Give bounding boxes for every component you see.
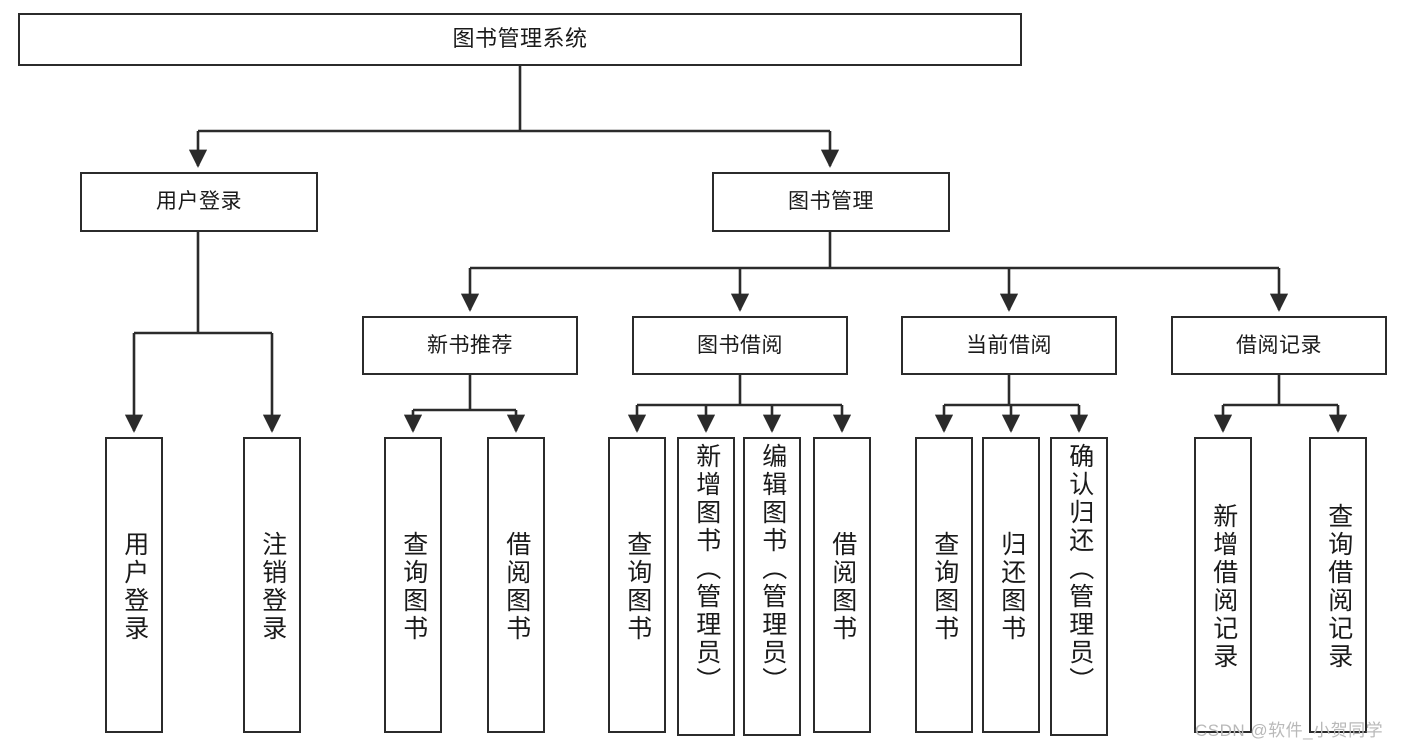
leaf-text-wrap: 注销登录 (245, 443, 299, 731)
node-leaf-label: 借阅图书 (828, 531, 857, 643)
node-borrow-record[interactable]: 借阅记录 (1171, 316, 1387, 375)
node-leaf-currentborrow-query-book[interactable]: 查询图书 (915, 437, 973, 733)
node-leaf-label: 查询借阅记录 (1324, 503, 1353, 671)
node-leaf-label: 用户登录 (120, 531, 149, 643)
node-user-login[interactable]: 用户登录 (80, 172, 318, 232)
node-leaf-label: 编辑图书（管理员） (758, 443, 787, 695)
node-leaf-newbook-query-book[interactable]: 查询图书 (384, 437, 442, 733)
node-book-management-label: 图书管理 (788, 190, 874, 214)
leaf-text-wrap: 查询图书 (386, 443, 440, 731)
leaf-text-wrap: 编辑图书（管理员） (745, 443, 799, 734)
leaf-text-wrap: 查询借阅记录 (1311, 443, 1365, 731)
node-current-borrow[interactable]: 当前借阅 (901, 316, 1117, 375)
node-leaf-label: 注销登录 (258, 531, 287, 643)
node-leaf-label: 确认归还（管理员） (1065, 443, 1094, 695)
node-new-book-recommend-label: 新书推荐 (427, 333, 513, 357)
node-leaf-label: 查询图书 (399, 531, 428, 643)
node-book-borrow-label: 图书借阅 (697, 333, 783, 357)
node-leaf-bookborrow-borrow-book[interactable]: 借阅图书 (813, 437, 871, 733)
node-leaf-label: 新增借阅记录 (1209, 503, 1238, 671)
node-root-book-management-system[interactable]: 图书管理系统 (18, 13, 1022, 66)
leaf-text-wrap: 新增借阅记录 (1196, 443, 1250, 731)
node-leaf-bookborrow-add-book-admin[interactable]: 新增图书（管理员） (677, 437, 735, 736)
node-leaf-newbook-borrow-book[interactable]: 借阅图书 (487, 437, 545, 733)
node-leaf-borrowrecord-query-record[interactable]: 查询借阅记录 (1309, 437, 1367, 733)
node-leaf-user-login-signout[interactable]: 注销登录 (243, 437, 301, 733)
node-new-book-recommend[interactable]: 新书推荐 (362, 316, 578, 375)
leaf-text-wrap: 用户登录 (107, 443, 161, 731)
node-leaf-currentborrow-confirm-return-admin[interactable]: 确认归还（管理员） (1050, 437, 1108, 736)
node-leaf-bookborrow-edit-book-admin[interactable]: 编辑图书（管理员） (743, 437, 801, 736)
node-leaf-label: 查询图书 (623, 531, 652, 643)
node-book-management[interactable]: 图书管理 (712, 172, 950, 232)
leaf-text-wrap: 归还图书 (984, 443, 1038, 731)
node-leaf-user-login-signin[interactable]: 用户登录 (105, 437, 163, 733)
leaf-text-wrap: 借阅图书 (489, 443, 543, 731)
node-borrow-record-label: 借阅记录 (1236, 333, 1322, 357)
node-root-label: 图书管理系统 (452, 26, 588, 52)
node-leaf-label: 借阅图书 (502, 531, 531, 643)
node-leaf-borrowrecord-add-record[interactable]: 新增借阅记录 (1194, 437, 1252, 733)
node-user-login-label: 用户登录 (156, 190, 242, 214)
node-leaf-label: 查询图书 (930, 531, 959, 643)
node-current-borrow-label: 当前借阅 (966, 333, 1052, 357)
leaf-text-wrap: 确认归还（管理员） (1052, 443, 1106, 734)
node-book-borrow[interactable]: 图书借阅 (632, 316, 848, 375)
node-leaf-label: 归还图书 (997, 531, 1026, 643)
leaf-text-wrap: 查询图书 (917, 443, 971, 731)
node-leaf-currentborrow-return-book[interactable]: 归还图书 (982, 437, 1040, 733)
leaf-text-wrap: 查询图书 (610, 443, 664, 731)
node-leaf-bookborrow-query-book[interactable]: 查询图书 (608, 437, 666, 733)
node-leaf-label: 新增图书（管理员） (692, 443, 721, 695)
leaf-text-wrap: 借阅图书 (815, 443, 869, 731)
leaf-text-wrap: 新增图书（管理员） (679, 443, 733, 734)
